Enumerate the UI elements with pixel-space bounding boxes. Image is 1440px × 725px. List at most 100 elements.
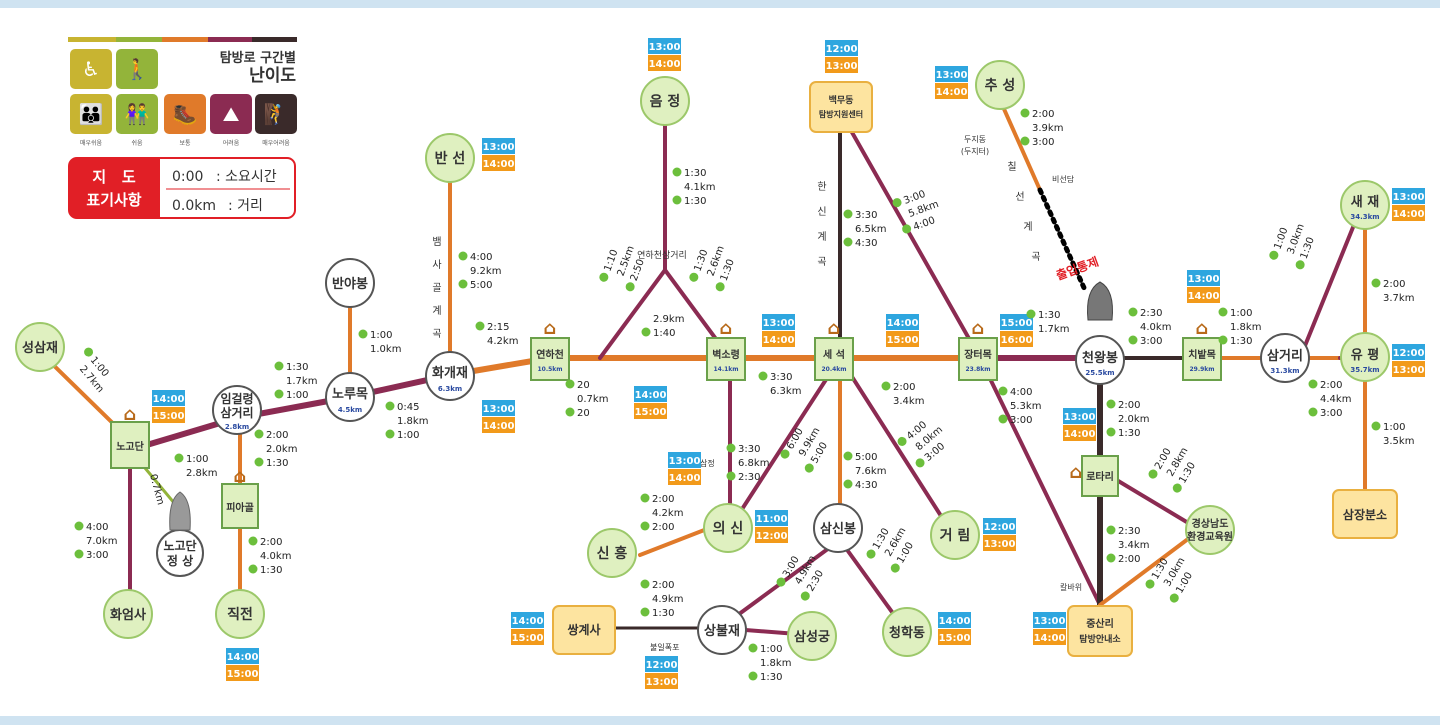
node-yupyeong[interactable]: 유 평35.7km (1340, 332, 1390, 382)
time-badge: 14:00 (763, 335, 795, 346)
direction-arrow-icon (640, 521, 650, 531)
direction-arrow-icon (625, 282, 635, 292)
node-cheonghakdong[interactable]: 청학동 (882, 607, 932, 657)
time-badge-bg (226, 648, 259, 664)
direction-arrow-icon (892, 198, 902, 208)
node-sangjangbunso[interactable]: 삼장분소 (1332, 489, 1398, 539)
label-kalbawi: 칼바위 (1060, 582, 1082, 592)
segment-value: 3:30 (855, 210, 877, 221)
time-badge: 13:00 (483, 142, 515, 153)
segment-value: 9.2km (470, 266, 501, 277)
svg-text:백무동: 백무동 (829, 94, 854, 106)
level-label-3: 보통 (179, 140, 191, 147)
time-badge: 13:00 (984, 539, 1016, 550)
time-badge: 14:00 (1188, 291, 1220, 302)
node-ssanggyesa[interactable]: 쌍계사 (552, 605, 616, 655)
segment-label-s21: 1:301.7km (1026, 309, 1069, 335)
legend-dist-sample: 0.0km (172, 198, 216, 214)
time-badge: 13:00 (826, 61, 858, 72)
node-jikjeon[interactable]: 직전 (215, 589, 265, 639)
direction-arrow-icon (780, 449, 790, 459)
shelter-nogodan[interactable]: 노고단⌂ (110, 404, 150, 469)
segment-value: 2:00 (1032, 109, 1054, 120)
svg-text:천왕봉: 천왕봉 (1082, 351, 1118, 366)
svg-text:의 신: 의 신 (713, 520, 744, 537)
segment-value: 3.9km (1032, 123, 1063, 134)
time-badge-bg (482, 155, 515, 171)
node-sinheung[interactable]: 신 흥 (587, 528, 637, 578)
segment-value: 2:00 (1383, 279, 1405, 290)
direction-arrow-icon (74, 549, 84, 559)
svg-text:계: 계 (1023, 221, 1032, 233)
house-icon: ⌂ (124, 404, 137, 425)
svg-text:신: 신 (817, 206, 826, 218)
node-banseon[interactable]: 반 선 (425, 133, 475, 183)
time-badge: 14:00 (887, 318, 919, 329)
direction-arrow-icon (804, 463, 814, 473)
direction-arrow-icon (274, 389, 284, 399)
direction-arrow-icon (748, 643, 758, 653)
node-saejae[interactable]: 새 재34.3km (1340, 180, 1390, 230)
cheonwangbong-summit-stone-icon (1087, 281, 1113, 321)
svg-text:31.3km: 31.3km (1270, 367, 1299, 375)
node-uisin[interactable]: 의 신 (703, 503, 753, 553)
shelter-piagol[interactable]: 피아골⌂ (221, 466, 259, 529)
node-samsinbong[interactable]: 삼신봉 (813, 503, 863, 553)
time-badge: 14:00 (635, 390, 667, 401)
segment-label-s28: 1:003.5km (1371, 421, 1414, 447)
segment-value: 2.9km (653, 314, 684, 325)
node-sambuljae[interactable]: 상불재 (697, 605, 747, 655)
node-georim[interactable]: 거 림 (930, 510, 980, 560)
label-bulillo: 불일폭포 (650, 642, 679, 652)
time-badge: 13:00 (483, 404, 515, 415)
shelter-rotari[interactable]: 로타리⌂ (1070, 455, 1119, 497)
direction-arrow-icon (254, 429, 264, 439)
node-eumjeong[interactable]: 음 정 (640, 76, 690, 126)
segment-value: 1.7km (1038, 324, 1069, 335)
segment-value: 1.0km (370, 344, 401, 355)
segment-value: 1:00 (1383, 422, 1405, 433)
time-badge: 14:00 (483, 421, 515, 432)
time-badge-bg (762, 331, 795, 347)
time-badge: 14:00 (1393, 209, 1425, 220)
segment-value: 0.7km (147, 473, 166, 506)
node-hwaeomsa[interactable]: 화엄사 (103, 589, 153, 639)
direction-arrow-icon (866, 549, 876, 559)
svg-text:중산리: 중산리 (1086, 617, 1114, 630)
svg-text:새 재: 새 재 (1351, 194, 1379, 210)
svg-text:6.3km: 6.3km (438, 385, 462, 393)
node-samseonggung[interactable]: 삼성궁 (787, 611, 837, 661)
node-banyabong[interactable]: 반야봉 (325, 258, 375, 308)
hard-icon (210, 94, 252, 134)
segment-value: 4:00 (1010, 387, 1032, 398)
svg-text:정 상: 정 상 (167, 553, 193, 568)
node-sungsamjae[interactable]: 성삼재 (15, 322, 65, 372)
direction-arrow-icon (1128, 307, 1138, 317)
node-chuseong[interactable]: 추 성 (975, 60, 1025, 110)
time-badge-bg (634, 386, 667, 402)
shelter-seseok[interactable]: 세 석20.4km⌂ (814, 318, 854, 381)
